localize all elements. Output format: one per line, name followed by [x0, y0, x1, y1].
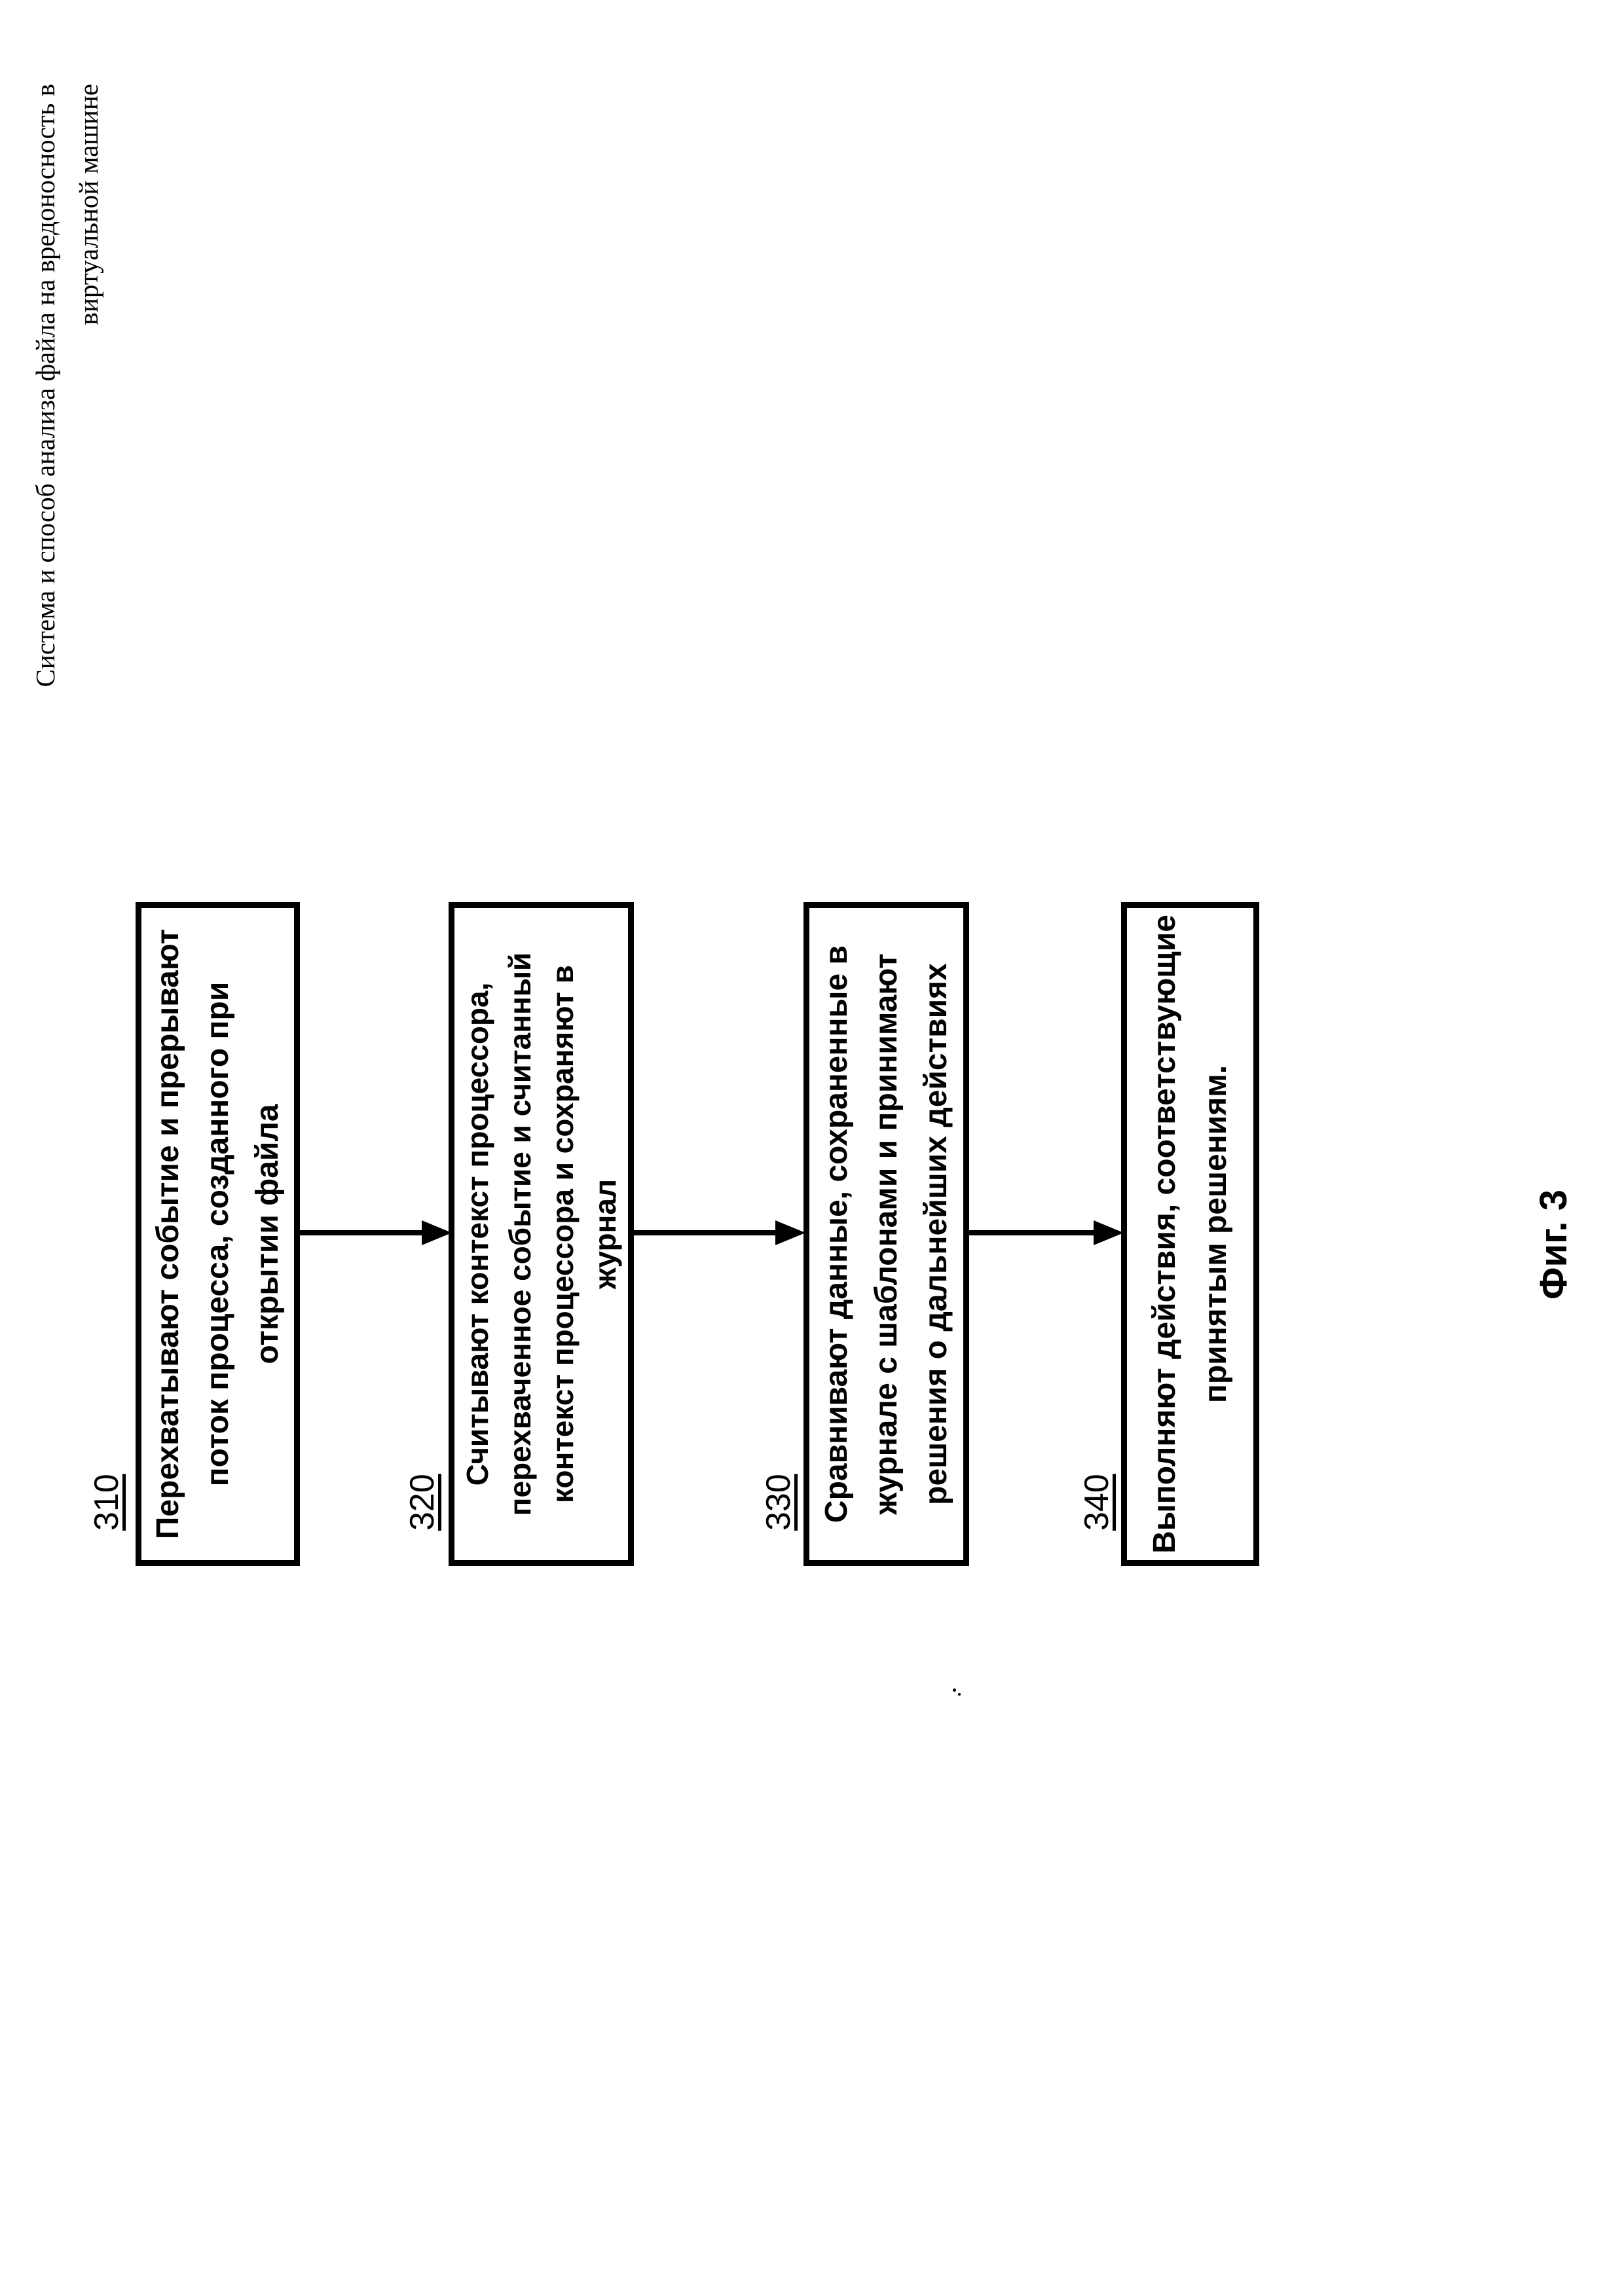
scan-speck — [953, 1688, 956, 1692]
flowchart-step-text-320: Считывают контекст процессора, перехваче… — [454, 908, 628, 1560]
step-ref-320: 320 — [403, 1474, 441, 1531]
step-330-line-3: решения о дальнейших действиях — [918, 963, 953, 1505]
flow-arrowhead-icon-2 — [775, 1220, 805, 1245]
step-320-line-3: контекст процессора и сохраняют в — [545, 965, 580, 1503]
step-320-line-2: перехваченное событие и считанный — [502, 952, 537, 1516]
flow-arrowhead-icon-3 — [1094, 1220, 1124, 1245]
page-title-line-1: Система и способ анализа файла на вредон… — [30, 84, 60, 687]
figure-caption: Фиг. 3 — [1532, 1190, 1575, 1300]
flowchart-step-box-340: Выполняют действия, соответствующие прин… — [1121, 902, 1259, 1566]
page-title-line-2: виртуальной машине — [73, 84, 103, 325]
flowchart-step-box-310: Перехватывают событие и прерывают поток … — [136, 902, 300, 1566]
flow-arrow-line-2 — [634, 1230, 775, 1235]
step-310-line-1: Перехватывают событие и прерывают — [150, 928, 185, 1540]
flowchart-step-text-330: Сравнивают данные, сохраненные в журнале… — [809, 908, 963, 1560]
step-ref-310: 310 — [88, 1474, 126, 1531]
flowchart-step-box-330: Сравнивают данные, сохраненные в журнале… — [803, 902, 969, 1566]
flowchart-step-box-320: Считывают контекст процессора, перехваче… — [449, 902, 634, 1566]
page-title: Система и способ анализа файла на вредон… — [24, 84, 111, 699]
step-310-line-3: открытии файла — [249, 1104, 285, 1364]
step-310-line-2: поток процесса, созданного при — [200, 981, 235, 1487]
flow-arrow-line-3 — [969, 1230, 1094, 1235]
step-340-line-2: принятым решениям. — [1198, 1065, 1233, 1404]
step-ref-340: 340 — [1078, 1474, 1116, 1531]
step-320-line-1: Считывают контекст процессора, — [460, 982, 494, 1486]
flowchart-step-text-310: Перехватывают событие и прерывают поток … — [141, 908, 294, 1560]
flow-arrow-line-1 — [300, 1230, 424, 1235]
scan-speck — [958, 1693, 961, 1696]
step-330-line-1: Сравнивают данные, сохраненные в — [819, 945, 854, 1523]
flow-arrowhead-icon-1 — [422, 1220, 452, 1245]
step-320-line-4: журнал — [587, 1178, 622, 1290]
step-340-line-1: Выполняют действия, соответствующие — [1147, 915, 1182, 1554]
step-ref-330: 330 — [760, 1474, 798, 1531]
flowchart-step-text-340: Выполняют действия, соответствующие прин… — [1127, 908, 1253, 1560]
step-330-line-2: журнале с шаблонами и принимают — [868, 953, 904, 1515]
